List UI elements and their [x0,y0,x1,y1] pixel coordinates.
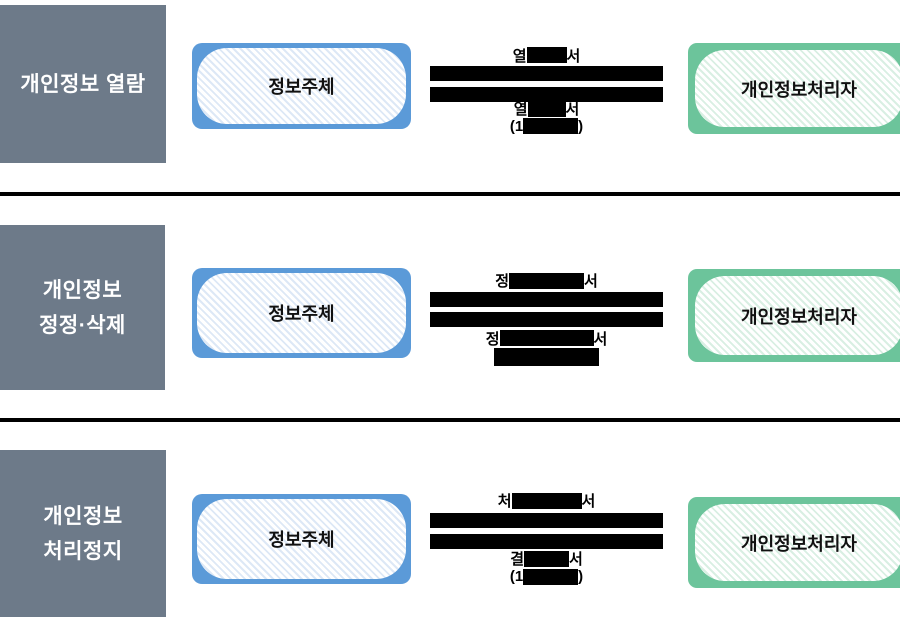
processor-node-label: 개인정보처리자 [695,50,900,127]
redaction-mark [526,47,567,63]
redaction-mark [509,272,584,289]
response-doc-prefix: 정 [485,330,500,348]
redacted-arrow-left [430,312,663,327]
redacted-arrow-right [430,66,663,81]
response-deadline-note: (1) [430,117,663,135]
note-prefix: (1 [509,568,524,585]
subject-node: 정보주체 [192,494,411,584]
request-doc-suffix: 서 [584,273,598,290]
section-divider [0,418,900,422]
redaction-mark [523,118,579,134]
processor-node: 개인정보처리자 [688,497,900,588]
section-label-line: 개인정보 열람 [20,72,146,96]
response-doc-suffix: 서 [565,101,580,118]
processor-node: 개인정보처리자 [688,43,900,134]
section-label-line: 처리정지 [43,539,123,563]
processor-node: 개인정보처리자 [688,269,900,362]
response-doc-prefix: 결 [510,551,524,568]
response-deadline-note: (1) [430,567,663,586]
redacted-arrow-right [430,292,663,307]
request-doc-suffix: 서 [581,493,596,510]
redaction-mark [511,492,582,509]
redaction-mark [523,568,579,585]
response-doc-prefix: 열 [513,101,528,118]
processor-node-label: 개인정보처리자 [695,276,900,355]
redaction-mark [499,330,594,346]
section-label-correction-deletion: 개인정보 정정·삭제 [0,225,165,390]
subject-node-label: 정보주체 [197,48,406,124]
redacted-deadline-note [494,348,599,366]
request-doc-prefix: 정 [495,273,509,290]
redaction-mark [527,100,566,117]
subject-node: 정보주체 [192,268,411,358]
note-suffix: ) [578,117,584,135]
processor-node-label: 개인정보처리자 [695,504,900,581]
response-doc-suffix: 서 [569,551,583,568]
redacted-arrow-left [430,87,663,102]
note-prefix: (1 [509,117,524,135]
redaction-mark [524,550,569,567]
redacted-arrow-left [430,534,663,549]
note-suffix: ) [578,568,584,585]
request-doc-prefix: 열 [512,47,527,65]
section-label-line: 정정·삭제 [39,313,126,337]
section-label-access: 개인정보 열람 [0,5,166,163]
subject-node-label: 정보주체 [197,273,406,353]
section-label-line: 개인정보 [43,504,123,528]
redacted-arrow-right [430,513,663,528]
subject-node-label: 정보주체 [197,499,406,579]
subject-node: 정보주체 [192,43,411,129]
response-doc-suffix: 서 [593,330,608,348]
section-divider [0,192,900,196]
request-doc-suffix: 서 [566,47,581,65]
section-label-line: 개인정보 [42,278,123,302]
section-label-processing-suspension: 개인정보 처리정지 [0,450,166,617]
request-doc-prefix: 처 [497,493,512,510]
